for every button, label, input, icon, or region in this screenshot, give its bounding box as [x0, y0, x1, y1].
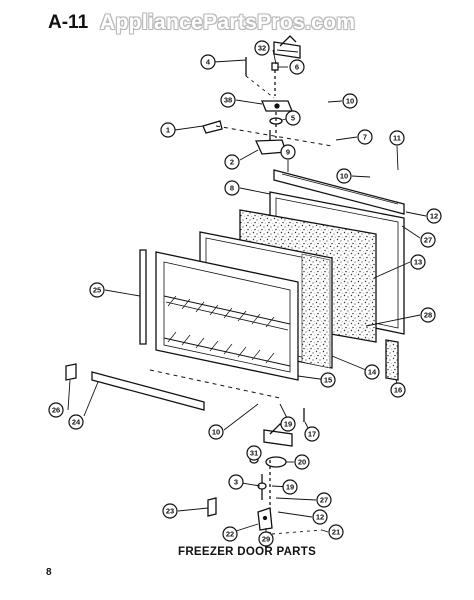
callout-5: 5: [285, 110, 301, 126]
svg-text:27: 27: [320, 496, 328, 505]
hinge-pin-3: [257, 474, 267, 500]
callout-28: 28: [420, 307, 436, 323]
svg-text:4: 4: [206, 58, 211, 67]
svg-text:16: 16: [394, 386, 402, 395]
svg-text:7: 7: [363, 133, 367, 142]
callout-3: 3: [228, 474, 244, 490]
callout-10c: 10: [208, 424, 224, 440]
svg-text:12: 12: [430, 212, 438, 221]
bottom-hinge-bracket: [263, 423, 293, 447]
svg-text:3: 3: [234, 478, 238, 487]
callout-22: 22: [222, 526, 238, 542]
callout-17: 17: [304, 426, 320, 442]
svg-text:31: 31: [250, 449, 258, 458]
svg-text:32: 32: [258, 44, 266, 53]
callout-27b: 27: [316, 492, 332, 508]
callout-15: 15: [320, 372, 336, 388]
callout-10b: 10: [336, 168, 352, 184]
callout-32: 32: [254, 40, 270, 56]
svg-text:10: 10: [340, 172, 348, 181]
callout-12b: 12: [312, 509, 328, 525]
hinge-pin-top: [271, 62, 279, 96]
callout-group: 32 4 6 38 10 5 1 7 11 2 9 8 10 12 27 13 …: [48, 40, 442, 547]
svg-text:21: 21: [332, 528, 340, 537]
callout-6: 6: [289, 59, 305, 75]
callout-21: 21: [328, 524, 344, 540]
svg-text:24: 24: [72, 418, 81, 427]
callout-25a: 25: [89, 282, 105, 298]
top-trim-rail: [273, 169, 405, 215]
callout-24: 24: [68, 414, 84, 430]
svg-text:12: 12: [316, 513, 324, 522]
svg-text:11: 11: [393, 134, 401, 143]
bracket-1: [202, 120, 223, 134]
bracket-23: [207, 497, 217, 517]
svg-text:1: 1: [166, 126, 170, 135]
svg-text:14: 14: [368, 368, 377, 377]
door-handle-insert: [385, 339, 399, 381]
hinge-spacer: [269, 112, 283, 138]
callout-4: 4: [200, 54, 216, 70]
callout-29: 29: [258, 531, 274, 547]
svg-text:5: 5: [291, 114, 295, 123]
svg-text:13: 13: [414, 258, 422, 267]
callout-8: 8: [224, 180, 240, 196]
svg-text:20: 20: [298, 458, 306, 467]
svg-text:22: 22: [226, 530, 234, 539]
callout-19b: 19: [282, 479, 298, 495]
callout-1: 1: [160, 122, 176, 138]
callout-2: 2: [224, 154, 240, 170]
callout-23: 23: [162, 503, 178, 519]
svg-text:27: 27: [424, 236, 432, 245]
callout-26: 26: [48, 402, 64, 418]
page-number: 8: [46, 567, 52, 578]
svg-text:26: 26: [52, 406, 60, 415]
end-cap: [65, 363, 77, 381]
callout-38: 38: [220, 92, 236, 108]
hinge-plate: [261, 100, 293, 112]
svg-text:23: 23: [166, 507, 174, 516]
svg-text:28: 28: [424, 311, 432, 320]
callout-10a: 10: [342, 93, 358, 109]
svg-text:6: 6: [295, 63, 299, 72]
callout-27a: 27: [420, 232, 436, 248]
top-hinge-bracket: [273, 35, 301, 59]
diagram-caption: FREEZER DOOR PARTS: [178, 546, 317, 558]
svg-text:19: 19: [286, 483, 294, 492]
bottom-trim-rail: [91, 371, 205, 411]
callout-16: 16: [390, 382, 406, 398]
svg-text:17: 17: [308, 430, 316, 439]
alignment-line: [215, 125, 333, 147]
svg-text:8: 8: [230, 184, 234, 193]
callout-12a: 12: [426, 208, 442, 224]
callout-19a: 19: [280, 416, 296, 432]
side-trim-strip: [139, 249, 147, 345]
inner-door-shelf-assembly: [155, 251, 299, 381]
svg-text:29: 29: [262, 535, 270, 544]
bottom-hinge: [257, 507, 273, 531]
callout-20: 20: [294, 454, 310, 470]
watermark: AppliancePartsPros.com: [100, 11, 356, 34]
svg-text:15: 15: [324, 376, 332, 385]
svg-text:38: 38: [224, 96, 232, 105]
callout-13: 13: [410, 254, 426, 270]
svg-text:2: 2: [230, 158, 234, 167]
svg-text:10: 10: [212, 428, 220, 437]
svg-text:9: 9: [286, 148, 290, 157]
callout-31: 31: [246, 445, 262, 461]
callout-7: 7: [357, 129, 373, 145]
callout-9: 9: [280, 144, 296, 160]
callout-14: 14: [364, 364, 380, 380]
hinge-cam: [265, 456, 287, 468]
svg-text:10: 10: [346, 97, 354, 106]
figure-label: A-11: [48, 12, 89, 33]
callout-11: 11: [389, 130, 405, 146]
svg-text:19: 19: [284, 420, 292, 429]
svg-text:25: 25: [93, 286, 101, 295]
